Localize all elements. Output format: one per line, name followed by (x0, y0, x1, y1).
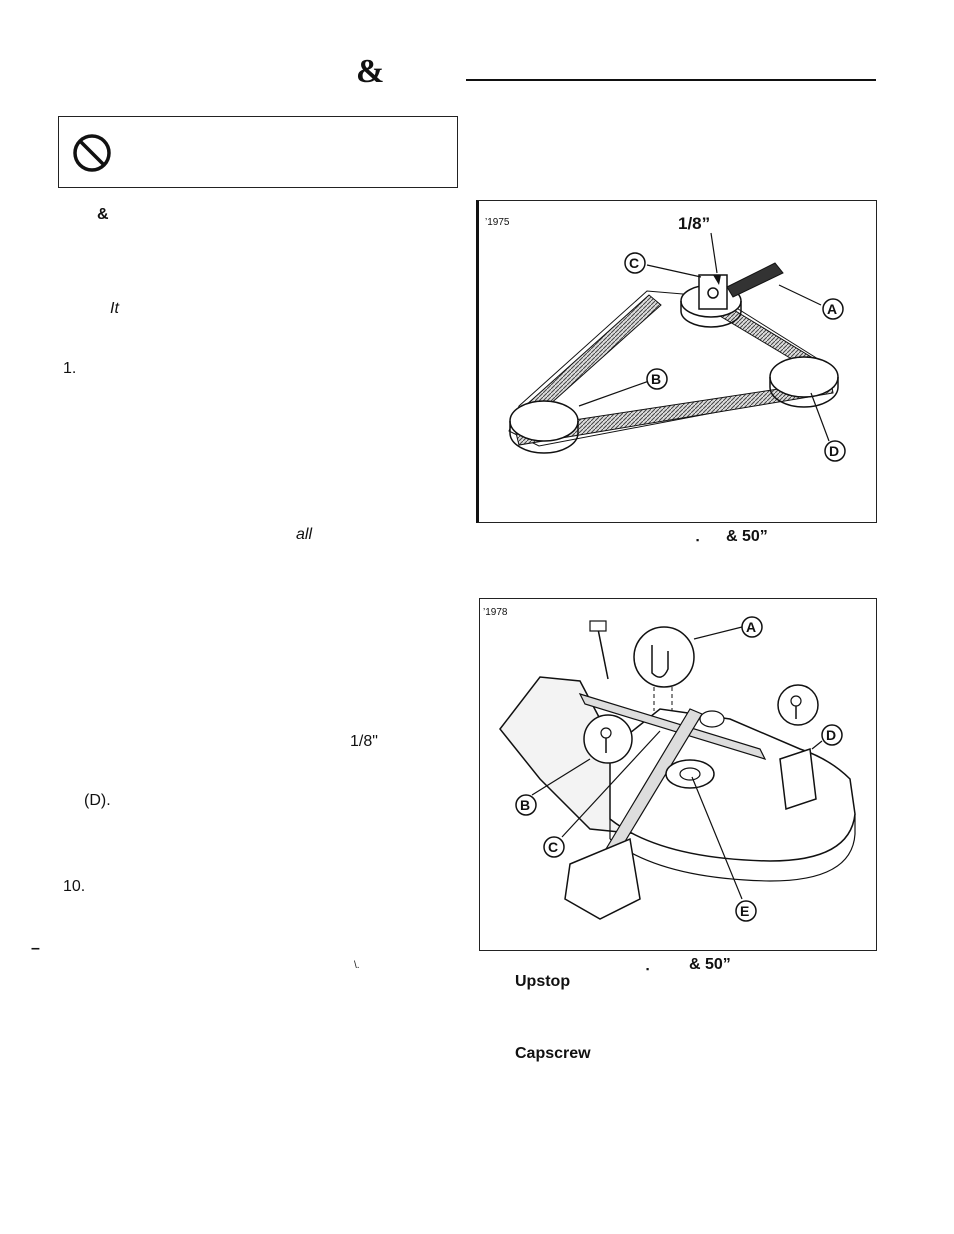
figure-2-caption: & 50” (689, 956, 731, 973)
text-all: all (296, 526, 313, 543)
callout-c (624, 252, 646, 274)
figure-1-caption: & 50” (726, 528, 768, 545)
figure-2-deck-diagram: ’1978 A B (479, 598, 877, 951)
fig2-callout-d-label: D (826, 727, 837, 743)
callout-d (824, 440, 846, 462)
text-ampersand: & (97, 206, 109, 223)
callout-b-label: B (651, 371, 662, 387)
deck-drawing (499, 620, 856, 920)
text-it: It (110, 300, 119, 317)
figure-2-caption-bullet: ▪ (646, 964, 650, 974)
label-upstop: Upstop (515, 973, 571, 990)
figure-1-belt-diagram: ’1975 1/8” A B C (476, 200, 877, 523)
fig2-callout-a-label: A (746, 619, 757, 635)
step-number-10: 10. (63, 878, 86, 895)
fig2-callout-e (735, 900, 757, 922)
prohibition-icon (73, 134, 111, 172)
belt-drawing (508, 232, 839, 454)
header-rule (466, 79, 876, 81)
figure-2-id: ’1978 (483, 607, 508, 618)
figure-1-id: ’1975 (485, 217, 510, 228)
callout-a (822, 298, 844, 320)
figure-1-measure: 1/8” (678, 214, 711, 233)
step-number-1: 1. (63, 360, 77, 377)
text-dash: – (31, 940, 40, 957)
text-d: (D). (84, 792, 111, 809)
callout-b (646, 368, 668, 390)
fig2-callout-b-label: B (520, 797, 531, 813)
label-capscrew: Capscrew (515, 1045, 591, 1062)
callout-a-label: A (827, 301, 838, 317)
fig2-callout-a (741, 616, 763, 638)
fig2-callout-c (543, 836, 565, 858)
text-mark: \. (354, 960, 360, 971)
warning-box (58, 116, 458, 188)
figure-1-caption-bullet: ▪ (696, 535, 700, 545)
callout-d-label: D (829, 443, 840, 459)
fig2-callout-c-label: C (548, 839, 559, 855)
title-ampersand: & (356, 53, 385, 90)
fig2-callout-d (821, 724, 843, 746)
text-eighth-inch: 1/8" (350, 733, 378, 750)
fig2-callout-b (515, 794, 537, 816)
fig2-callout-e-label: E (740, 903, 750, 919)
callout-c-label: C (629, 255, 640, 271)
